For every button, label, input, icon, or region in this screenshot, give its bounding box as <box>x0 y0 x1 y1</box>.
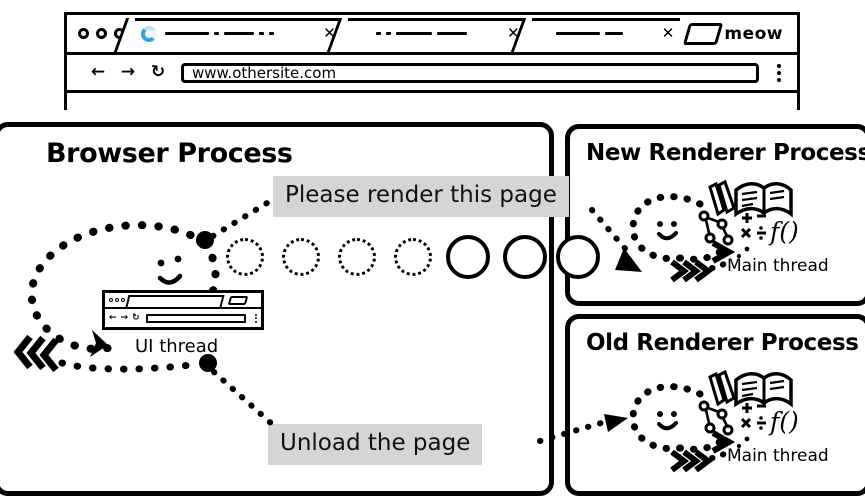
window-dot-icon[interactable] <box>78 28 89 39</box>
address-bar-input[interactable]: www.othersite.com <box>181 62 759 83</box>
tab-1-title-placeholder <box>165 32 315 35</box>
back-button[interactable]: ← <box>90 62 106 82</box>
message-unload-page-label: Unload the page <box>268 424 483 465</box>
new-renderer-main-thread-caption: Main thread <box>727 256 829 276</box>
old-renderer-main-thread-caption: Main thread <box>727 446 829 466</box>
ui-thread-tabstrip <box>105 293 261 309</box>
browser-tab-2[interactable]: ✕ <box>326 15 526 52</box>
ui-thread-forward-icon: → <box>120 312 129 323</box>
queued-task-circle <box>446 235 490 279</box>
new-renderer-process-title: New Renderer Process <box>586 140 865 166</box>
tab-2-title-placeholder <box>375 32 499 35</box>
ui-thread-menu-icon <box>255 313 261 323</box>
reload-button[interactable]: ↻ <box>150 62 166 82</box>
ui-thread-new-tab-icon <box>227 296 249 305</box>
browser-tabstrip: ✕ ✕ <box>67 15 797 55</box>
ui-thread-address-bar-icon <box>145 313 246 323</box>
ui-thread-caption: UI thread <box>135 336 219 357</box>
window-dot-icon[interactable] <box>96 28 107 39</box>
brand-label: meow <box>724 23 783 44</box>
ui-thread-tab-icon <box>125 295 225 307</box>
ui-thread-browser-icon: ← → ↻ <box>102 290 264 330</box>
tab-shape-top <box>135 18 342 21</box>
queued-task-circle-in-transit <box>556 235 600 279</box>
browser-tab-1[interactable]: ✕ <box>113 15 342 52</box>
browser-tab-3[interactable]: ✕ <box>510 15 681 52</box>
tab-shape-top <box>531 18 681 21</box>
forward-button[interactable]: → <box>120 62 136 82</box>
new-tab-icon <box>683 22 724 45</box>
pending-task-circle <box>226 238 264 276</box>
old-renderer-process-panel <box>565 314 865 496</box>
new-tab-button[interactable] <box>683 22 724 45</box>
tab-3-title-placeholder <box>555 32 654 35</box>
browser-menu-icon[interactable] <box>771 63 787 82</box>
queued-task-circle <box>503 235 547 279</box>
tab-shape-top <box>347 18 526 21</box>
pending-task-circle <box>394 238 432 276</box>
loading-spinner-icon <box>141 25 157 42</box>
ui-thread-window-dots-icon <box>105 298 125 302</box>
browser-process-title: Browser Process <box>46 138 293 169</box>
old-renderer-process-title: Old Renderer Process <box>586 330 859 356</box>
ui-thread-toolbar: ← → ↻ <box>105 309 261 327</box>
tab-3-close-icon[interactable]: ✕ <box>661 24 675 42</box>
ui-thread-back-icon: ← <box>109 312 117 323</box>
ui-thread-reload-icon: ↻ <box>132 312 140 323</box>
browser-window: ✕ ✕ <box>64 12 800 110</box>
pending-task-circle <box>282 238 320 276</box>
pending-task-circle <box>338 238 376 276</box>
message-render-page-label: Please render this page <box>273 176 569 217</box>
browser-toolbar: ← → ↻ www.othersite.com <box>67 55 797 93</box>
